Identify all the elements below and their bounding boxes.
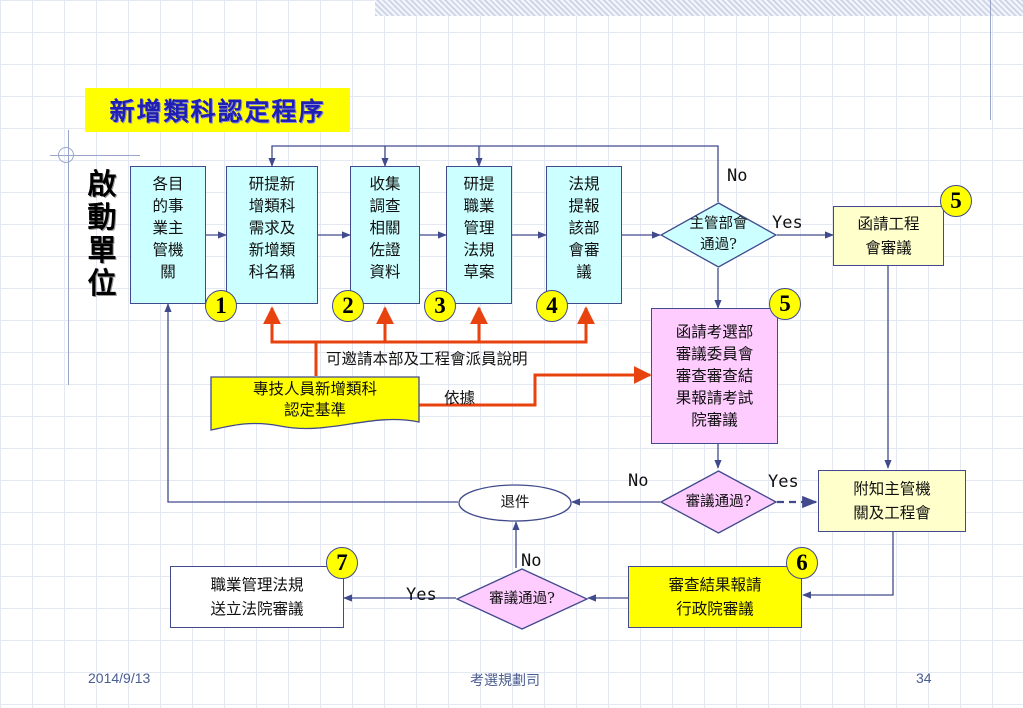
step-badge-6: 6 — [786, 547, 818, 579]
decision-diamond-authority — [660, 202, 777, 268]
label-yes-authority: Yes — [772, 213, 803, 233]
criteria-text: 專技人員新增類科 認定基準 — [252, 380, 377, 419]
decorative-line — [50, 155, 140, 156]
step-badge-7: 7 — [326, 547, 358, 579]
label-no-committee: No — [628, 471, 649, 491]
label-no-executive: No — [521, 551, 542, 571]
footer-date: 2014/9/13 — [88, 670, 151, 686]
box-exam-committee-review: 函請考選部 審議委員會 審查審查結 果報請考試 院審議 — [651, 308, 778, 444]
box-collect-evidence: 收集 調查 相關 佐證 資料 — [350, 166, 420, 304]
footer-organization: 考選規劃司 — [470, 672, 540, 688]
decision-executive-text: 審議通過? — [489, 590, 555, 607]
decorative-line — [990, 0, 991, 120]
header-band — [375, 0, 1023, 16]
decision-diamond-executive — [456, 568, 588, 630]
step-badge-3: 3 — [424, 290, 456, 322]
box-executive-yuan-review: 審查結果報請 行政院審議 — [628, 566, 802, 628]
box-submit-regulation: 法規 提報 該部 會審 議 — [546, 166, 622, 304]
box-propose-new-category: 研提新 增類科 需求及 新增類 科名稱 — [226, 166, 318, 304]
step-badge-5-committee: 5 — [769, 288, 801, 320]
decision-authority-text: 主管部會 通過? — [689, 216, 748, 253]
page-title: 新增類科認定程序 — [85, 88, 350, 132]
label-no-authority: No — [727, 166, 748, 186]
return-text: 退件 — [500, 494, 530, 511]
footer-page-number: 34 — [916, 670, 932, 686]
label-yes-executive: Yes — [406, 585, 437, 605]
step-badge-5-engineering: 5 — [940, 185, 972, 217]
initiating-unit-label: 啟 動 單 位 — [87, 167, 117, 300]
label-yes-committee: Yes — [768, 472, 799, 492]
box-engineering-council-review: 函請工程 會審議 — [833, 206, 944, 266]
label-basis: 依據 — [444, 389, 476, 407]
box-draft-regulation: 研提 職業 管理 法規 草案 — [446, 166, 512, 304]
decision-diamond-committee — [660, 470, 777, 534]
label-invite-explanation: 可邀請本部及工程會派員說明 — [326, 350, 528, 368]
box-legislative-review: 職業管理法規 送立法院審議 — [170, 566, 344, 628]
return-oval — [458, 484, 572, 522]
step-badge-4: 4 — [536, 290, 568, 322]
box-competent-authority: 各目 的事 業主 管機 關 — [130, 166, 206, 304]
decorative-circle — [58, 147, 74, 163]
step-badge-2: 2 — [332, 290, 364, 322]
decorative-line — [68, 130, 69, 385]
criteria-document — [210, 376, 420, 431]
box-notify-authority: 附知主管機 關及工程會 — [818, 470, 966, 532]
step-badge-1: 1 — [205, 290, 237, 322]
decision-committee-text: 審議通過? — [685, 493, 752, 510]
